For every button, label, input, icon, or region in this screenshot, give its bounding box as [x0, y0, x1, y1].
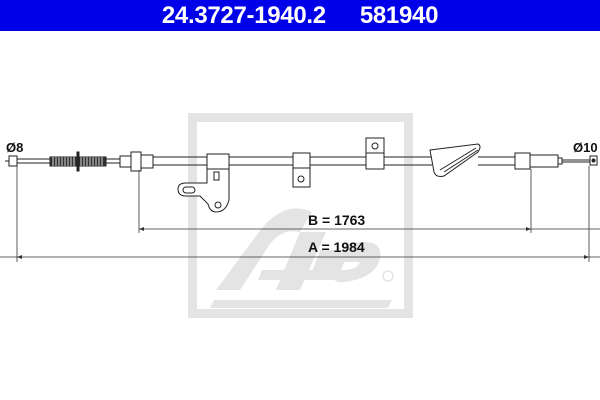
mounting-clip-2 — [292, 152, 311, 188]
dimension-a-label: A = 1984 — [308, 239, 365, 255]
dimension-b-label: B = 1763 — [308, 212, 366, 228]
left-diameter-label: Ø8 — [6, 140, 24, 155]
cable-drawing — [0, 113, 600, 318]
title-bar: 24.3727-1940.2 581940 — [0, 0, 600, 31]
right-end-fitting — [514, 152, 598, 170]
left-sleeve-nut — [119, 151, 154, 172]
mounting-clip-3 — [365, 137, 385, 170]
cable-grommet — [429, 143, 481, 177]
reference-number: 581940 — [359, 2, 439, 29]
left-end-fitting — [5, 155, 50, 167]
return-spring — [49, 151, 107, 172]
right-diameter-label: Ø10 — [573, 140, 598, 155]
mounting-bracket-1 — [177, 153, 230, 213]
part-number: 24.3727-1940.2 — [161, 2, 326, 29]
